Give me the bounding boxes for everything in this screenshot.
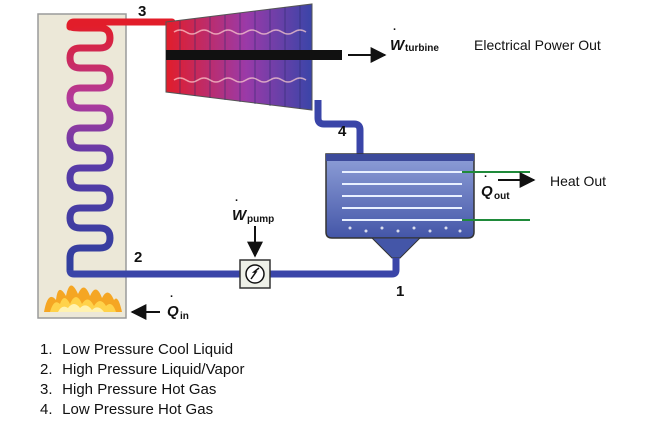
heat-out-label: Heat Out <box>550 173 606 189</box>
svg-text:Q: Q <box>167 303 179 320</box>
legend-item: 4. Low Pressure Hot Gas <box>40 401 214 418</box>
flame-icon <box>44 285 122 312</box>
legend-item: 2. High Pressure Liquid/Vapor <box>40 361 245 378</box>
pipe-exhaust <box>314 100 364 158</box>
svg-text:in: in <box>180 311 189 322</box>
turbine-work-label: · W turbine <box>390 24 439 54</box>
state-legend: 1. Low Pressure Cool Liquid 2. High Pres… <box>40 340 245 420</box>
boiler <box>37 13 127 319</box>
turbine-shaft <box>166 50 342 60</box>
point-1-label: 1 <box>396 283 404 300</box>
point-3-label: 3 <box>138 3 146 20</box>
pipe-cool-liquid <box>270 258 400 278</box>
boiler-coil <box>66 22 114 274</box>
svg-text:·: · <box>393 24 397 36</box>
svg-text:·: · <box>235 195 239 207</box>
pipe-hot-gas <box>66 18 176 31</box>
legend-item: 3. High Pressure Hot Gas <box>40 381 217 398</box>
svg-text:Q: Q <box>481 183 493 200</box>
condenser <box>325 153 530 259</box>
svg-text:·: · <box>170 291 174 303</box>
point-2-label: 2 <box>134 249 142 266</box>
svg-text:out: out <box>494 191 510 202</box>
pump-work-label: · W pump <box>232 195 274 225</box>
electrical-power-label: Electrical Power Out <box>474 37 601 53</box>
point-4-label: 4 <box>338 123 347 140</box>
pump <box>239 259 271 289</box>
pipe-pressurized-liquid <box>66 269 240 278</box>
svg-text:pump: pump <box>247 214 274 225</box>
condenser-hopper <box>370 237 422 259</box>
legend-item: 1. Low Pressure Cool Liquid <box>40 341 234 358</box>
svg-text:W: W <box>390 37 406 54</box>
condenser-coil <box>342 171 462 221</box>
heat-out-symbol: · Q out <box>481 171 510 202</box>
svg-text:turbine: turbine <box>405 43 439 54</box>
svg-text:·: · <box>484 171 488 183</box>
turbine <box>165 3 342 111</box>
svg-text:W: W <box>232 207 248 224</box>
heat-in-symbol: · Q in <box>167 291 189 322</box>
